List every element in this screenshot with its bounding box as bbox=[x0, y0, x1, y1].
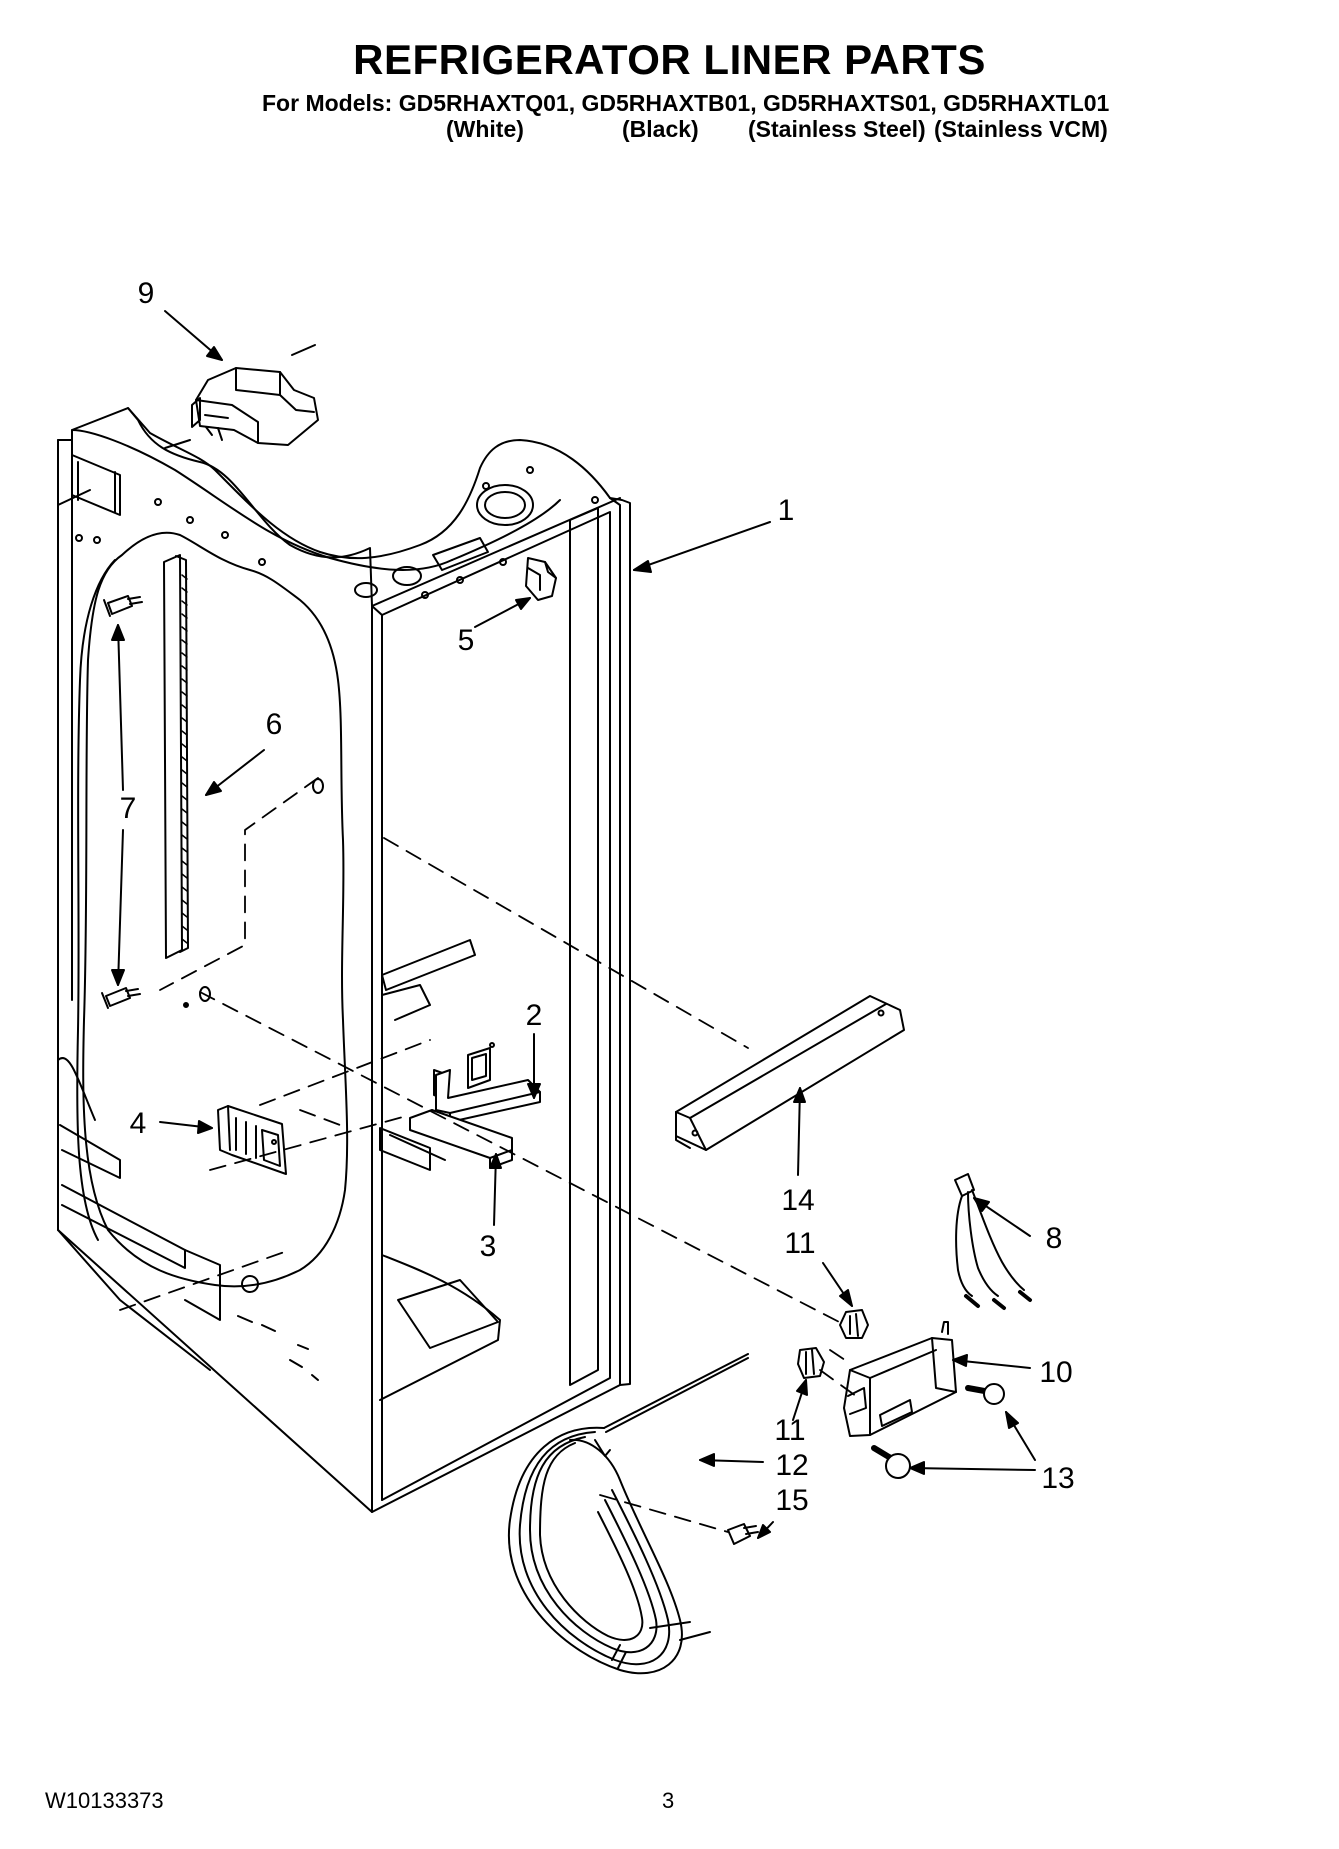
ladder-slot bbox=[181, 847, 188, 853]
leader-arrows bbox=[57, 310, 1036, 1539]
ladder-slot bbox=[181, 860, 188, 866]
ladder-slot bbox=[181, 574, 188, 580]
air-channel bbox=[675, 995, 905, 1151]
ladder-slot bbox=[181, 743, 188, 749]
callout-4: 4 bbox=[130, 1107, 147, 1140]
screw-15 bbox=[727, 1523, 759, 1545]
callout-2: 2 bbox=[526, 999, 543, 1032]
page-title: REFRIGERATOR LINER PARTS bbox=[353, 36, 986, 83]
ladder-slot bbox=[181, 639, 188, 645]
ladder-slot bbox=[181, 704, 188, 710]
ladder-slot bbox=[181, 730, 188, 736]
switch-module bbox=[217, 1105, 287, 1175]
bracket-2 bbox=[435, 1069, 541, 1123]
screw-bottom bbox=[101, 987, 141, 1009]
ladder-slot bbox=[181, 769, 188, 775]
callout-1: 1 bbox=[778, 494, 795, 527]
bracket-3 bbox=[409, 1109, 513, 1169]
mount-hole-upper bbox=[312, 778, 324, 794]
variant-black: (Black) bbox=[622, 116, 699, 142]
document-number: W10133373 bbox=[45, 1788, 164, 1813]
control-housing bbox=[191, 367, 319, 446]
ladder-slot bbox=[181, 912, 188, 918]
callout-10: 10 bbox=[1039, 1356, 1072, 1389]
tubing-coil bbox=[507, 1353, 749, 1675]
variant-white: (White) bbox=[446, 116, 524, 142]
ladder-slot bbox=[181, 717, 188, 723]
callout-6: 6 bbox=[266, 708, 283, 741]
page-number: 3 bbox=[662, 1788, 675, 1813]
callout-7: 7 bbox=[120, 792, 137, 825]
rivet-lower bbox=[871, 1445, 911, 1479]
ladder-slot bbox=[181, 808, 188, 814]
wire-harness bbox=[954, 1173, 1032, 1310]
callout-9: 9 bbox=[138, 277, 155, 310]
ladder-slot bbox=[181, 795, 188, 801]
ladder-slot bbox=[181, 821, 188, 827]
light-housing bbox=[843, 1321, 957, 1437]
bushing-upper bbox=[839, 1309, 869, 1339]
callout-12: 12 bbox=[775, 1449, 808, 1482]
ladder-slot bbox=[181, 925, 188, 931]
callout-5: 5 bbox=[458, 624, 475, 657]
bushing-lower bbox=[797, 1347, 825, 1379]
ladder-slot bbox=[181, 600, 188, 606]
mount-hole-lower bbox=[199, 986, 211, 1002]
callout-13: 13 bbox=[1041, 1462, 1074, 1495]
ladder-slot bbox=[181, 886, 188, 892]
variant-stainless-vcm: (Stainless VCM) bbox=[934, 116, 1108, 142]
ladder-slot bbox=[181, 587, 188, 593]
ladder-slot bbox=[181, 899, 188, 905]
ladder-slot bbox=[181, 873, 188, 879]
ladder-slot bbox=[181, 691, 188, 697]
assembly-lines bbox=[119, 777, 857, 1533]
ladder-slot bbox=[181, 938, 188, 944]
rivet-upper bbox=[965, 1383, 1005, 1405]
callout-15: 15 bbox=[775, 1484, 808, 1517]
ladder-slot bbox=[181, 782, 188, 788]
callout-3: 3 bbox=[480, 1230, 497, 1263]
ladder-slot bbox=[181, 834, 188, 840]
ladder-slot bbox=[181, 756, 188, 762]
ladder-slot bbox=[181, 665, 188, 671]
callout-14: 14 bbox=[781, 1184, 814, 1217]
ladder-slot bbox=[181, 626, 188, 632]
screw-top bbox=[103, 595, 143, 617]
callout-8: 8 bbox=[1046, 1222, 1063, 1255]
models-line: For Models: GD5RHAXTQ01, GD5RHAXTB01, GD… bbox=[262, 90, 1110, 116]
callout-11-upper: 11 bbox=[784, 1227, 815, 1260]
ladder-slot bbox=[181, 652, 188, 658]
variant-stainless-steel: (Stainless Steel) bbox=[748, 116, 926, 142]
retainer-clip bbox=[525, 557, 557, 601]
callout-11-lower: 11 bbox=[774, 1414, 805, 1447]
shelf-ladder-rail bbox=[163, 554, 189, 959]
refrigerator-liner bbox=[57, 407, 631, 1513]
ladder-slot bbox=[181, 678, 188, 684]
ladder-slot bbox=[181, 613, 188, 619]
